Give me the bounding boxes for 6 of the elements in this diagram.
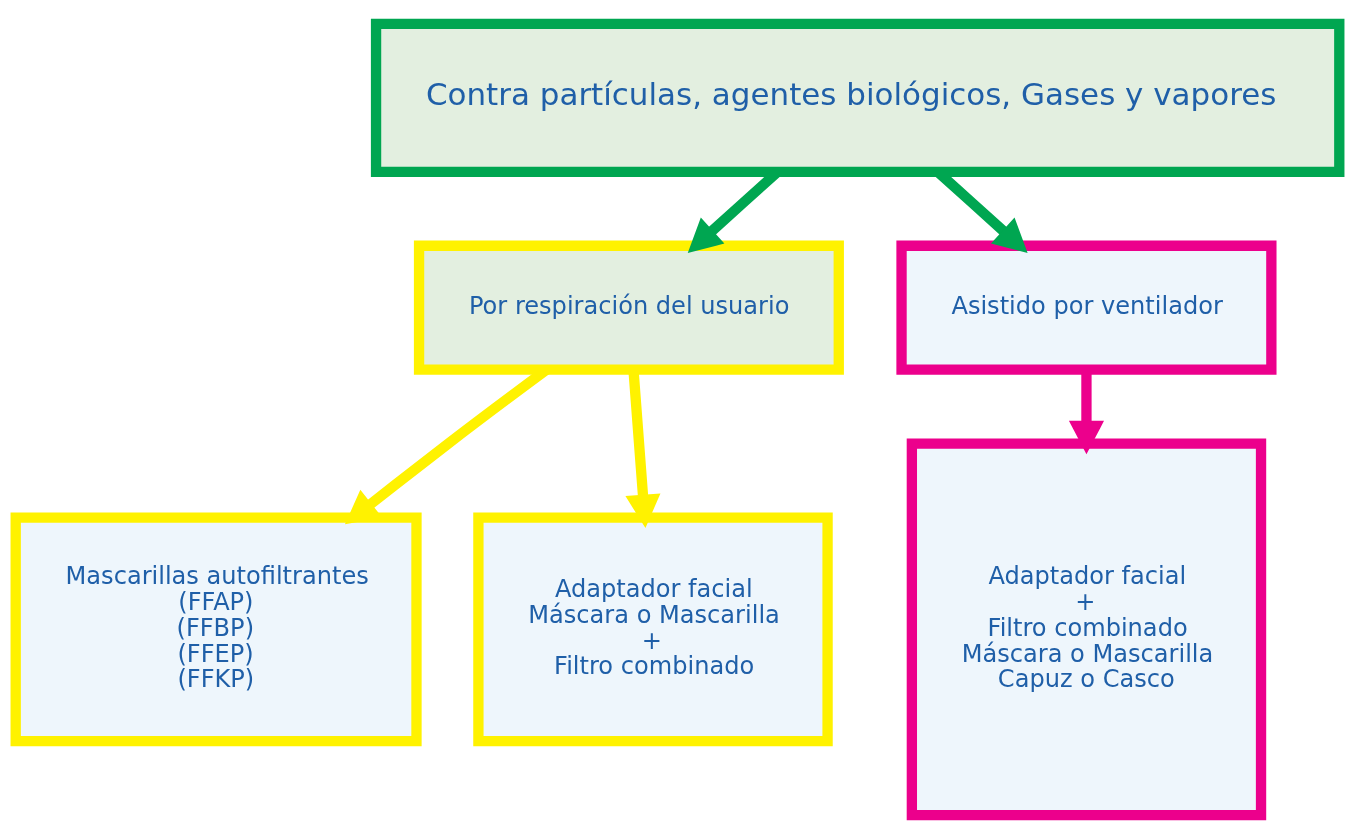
node-box: Asistido por ventilador: [896, 240, 1277, 375]
node-box: Adaptador facial Máscara o Mascarilla + Filtro combinado: [473, 512, 833, 747]
node-box: Por respiración del usuario: [413, 240, 844, 375]
node-box: Adaptador facial + Filtro combinado Máscara o Mascarilla Capuz o Casco: [906, 438, 1267, 821]
node-box: Mascarillas autofiltrantes (FFAP) (FFBP) (FFEP) (FFKP): [10, 512, 422, 747]
node-box: Contra partículas, agentes biológicos, Gases y vapores: [370, 18, 1345, 177]
